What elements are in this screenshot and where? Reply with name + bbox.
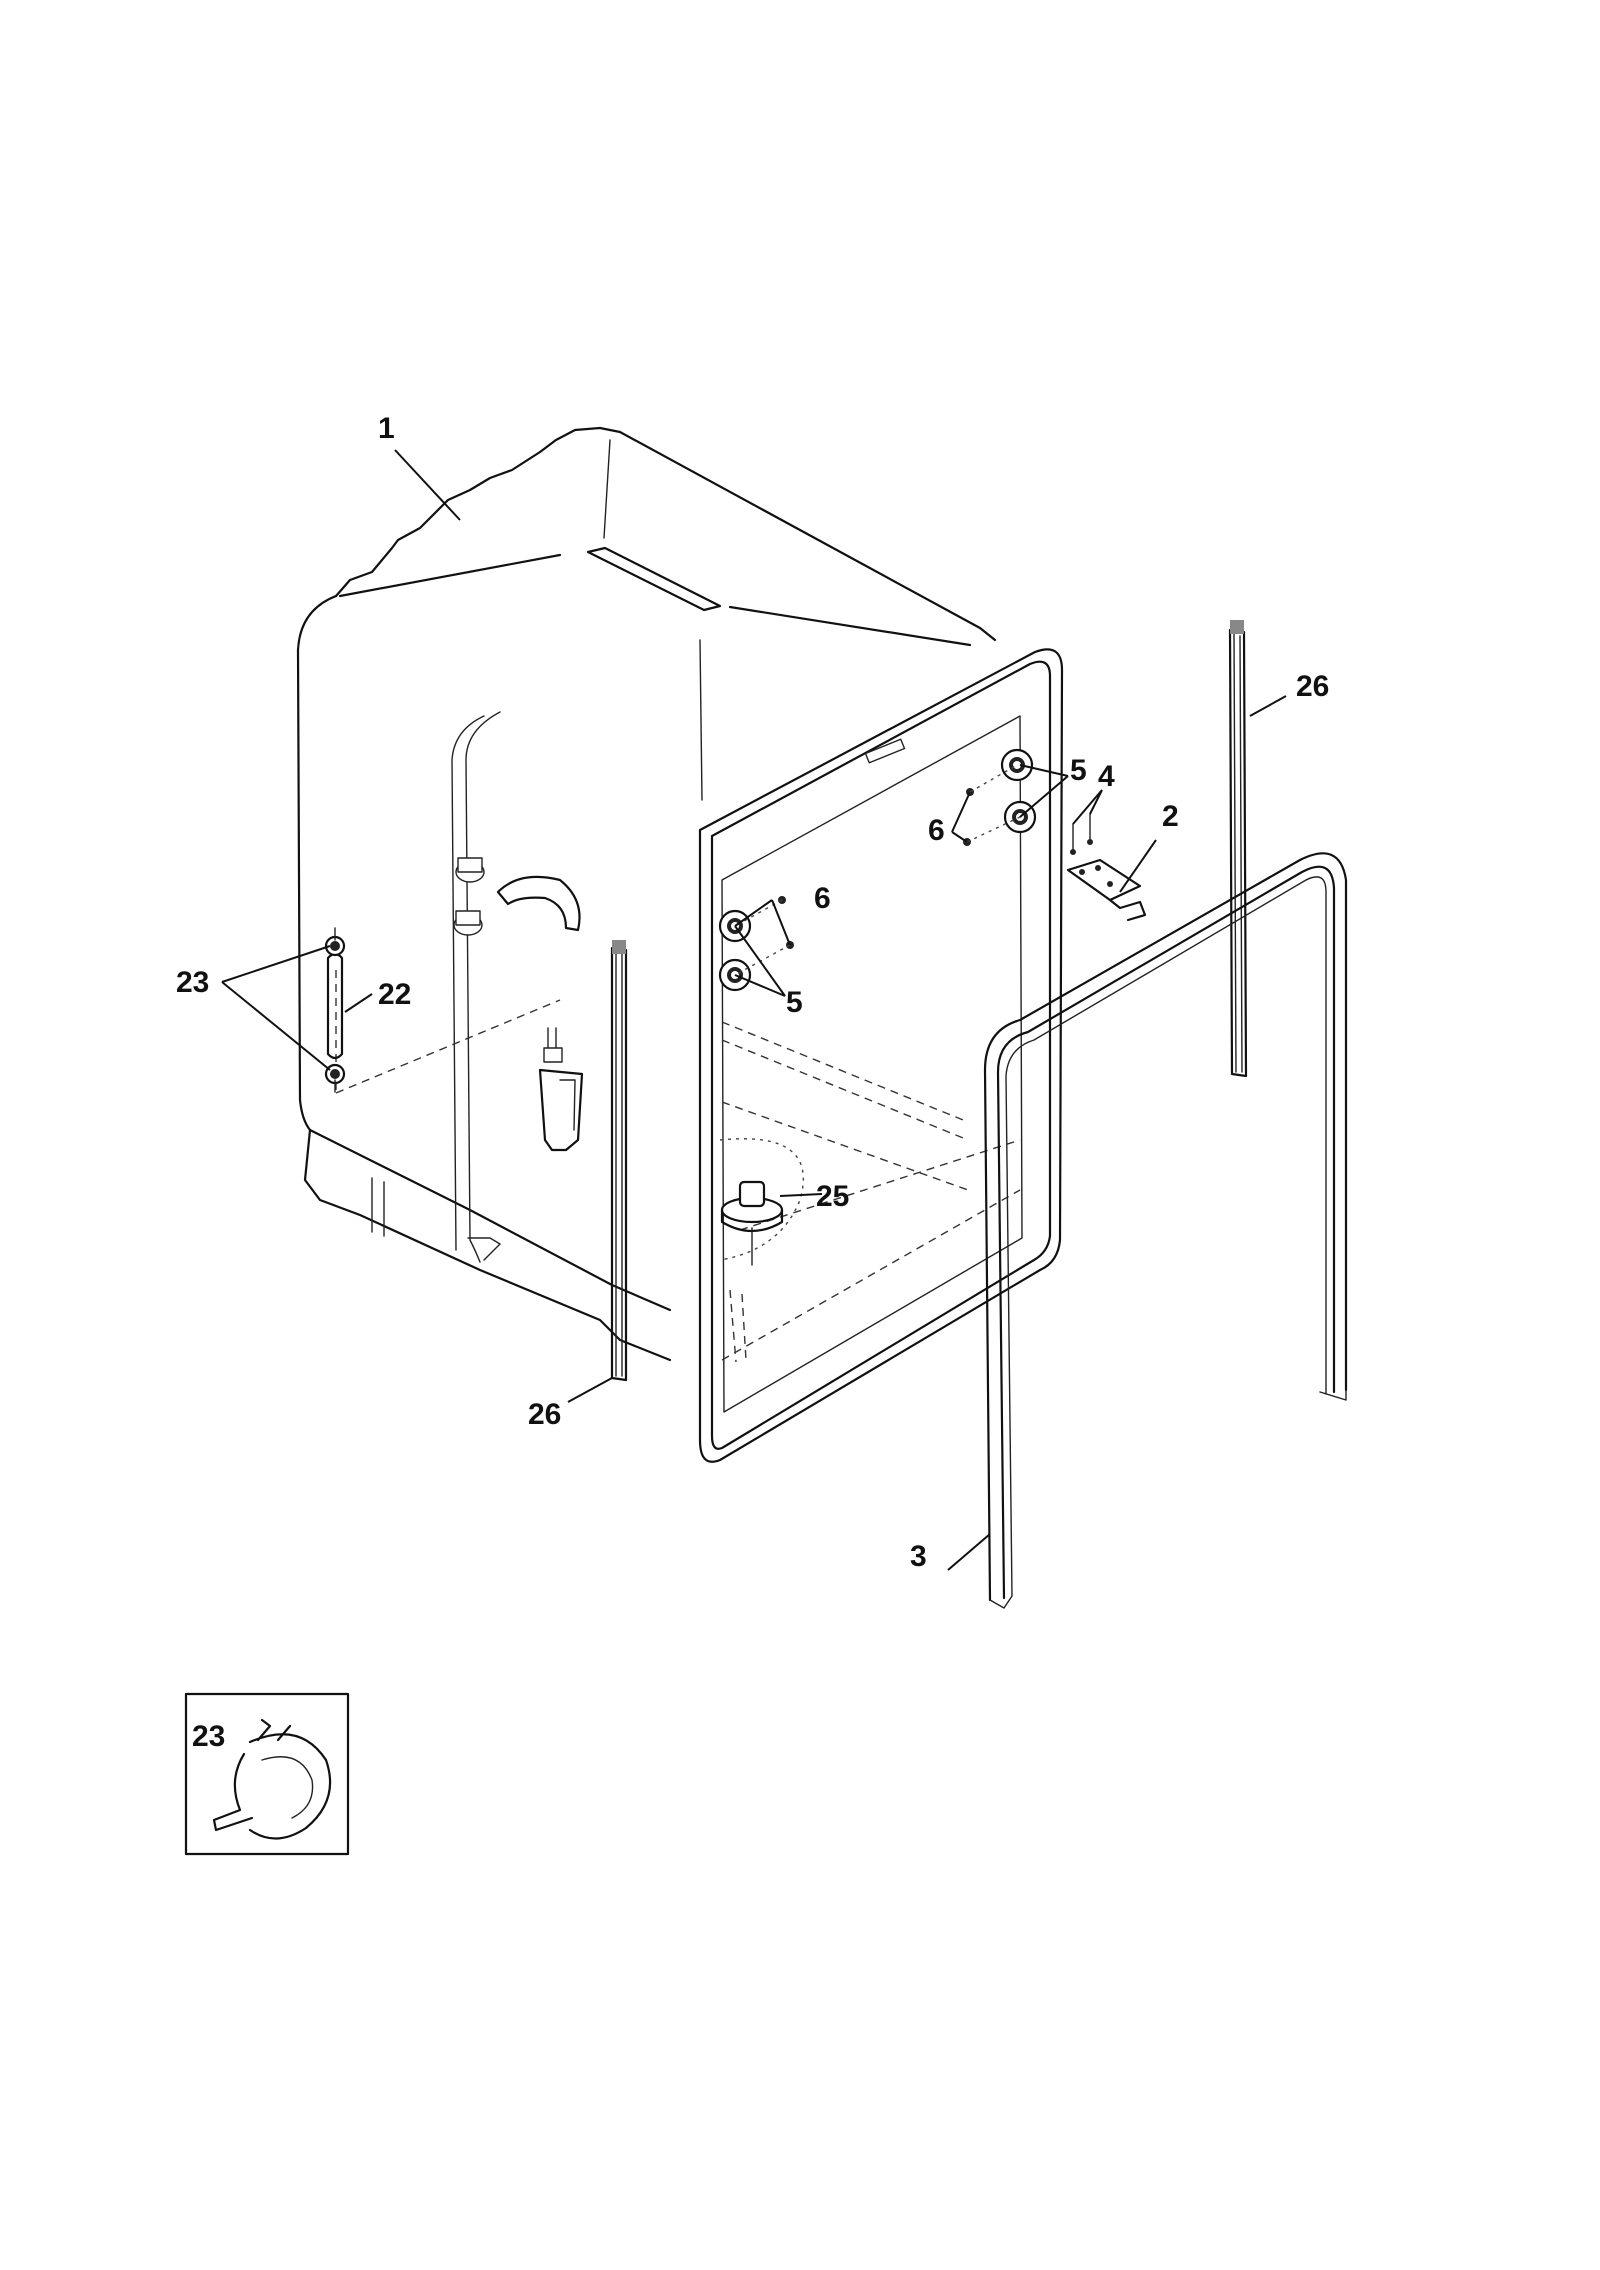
rack-roller-upper-right <box>1000 748 1037 834</box>
callout-3: 3 <box>910 1540 927 1573</box>
callout-6-lower: 6 <box>814 882 831 915</box>
callout-26-right: 26 <box>1296 670 1329 703</box>
roller-screws <box>734 764 1021 976</box>
callout-22: 22 <box>378 978 411 1011</box>
callout-25: 25 <box>816 1180 849 1213</box>
side-seal-left <box>610 940 628 1382</box>
float <box>720 1180 784 1266</box>
door-gasket <box>983 852 1348 1609</box>
callout-1: 1 <box>378 412 395 445</box>
hose-connector <box>453 857 485 936</box>
hose-with-clamps <box>324 927 346 1093</box>
tub-front-frame <box>698 648 1064 1463</box>
callout-23: 23 <box>176 966 209 999</box>
callout-4: 4 <box>1098 760 1115 793</box>
float-switch <box>538 1027 584 1152</box>
callout-2: 2 <box>1162 800 1179 833</box>
callout-5-lower: 5 <box>786 986 803 1019</box>
callout-6-upper: 6 <box>928 814 945 847</box>
leader-lines <box>221 449 1287 1571</box>
mounting-bracket <box>1066 813 1147 922</box>
rack-roller-upper-left <box>718 909 752 992</box>
callout-labels: 1 2 3 4 5 5 6 6 22 23 25 26 26 23 <box>176 412 1329 1753</box>
tub-body <box>296 426 997 1362</box>
side-seal-right <box>1228 620 1248 1078</box>
callout-26-left: 26 <box>528 1398 561 1431</box>
callout-5-upper: 5 <box>1070 754 1087 787</box>
clamp-detail-inset <box>184 1692 350 1856</box>
callout-23-inset: 23 <box>192 1720 225 1753</box>
